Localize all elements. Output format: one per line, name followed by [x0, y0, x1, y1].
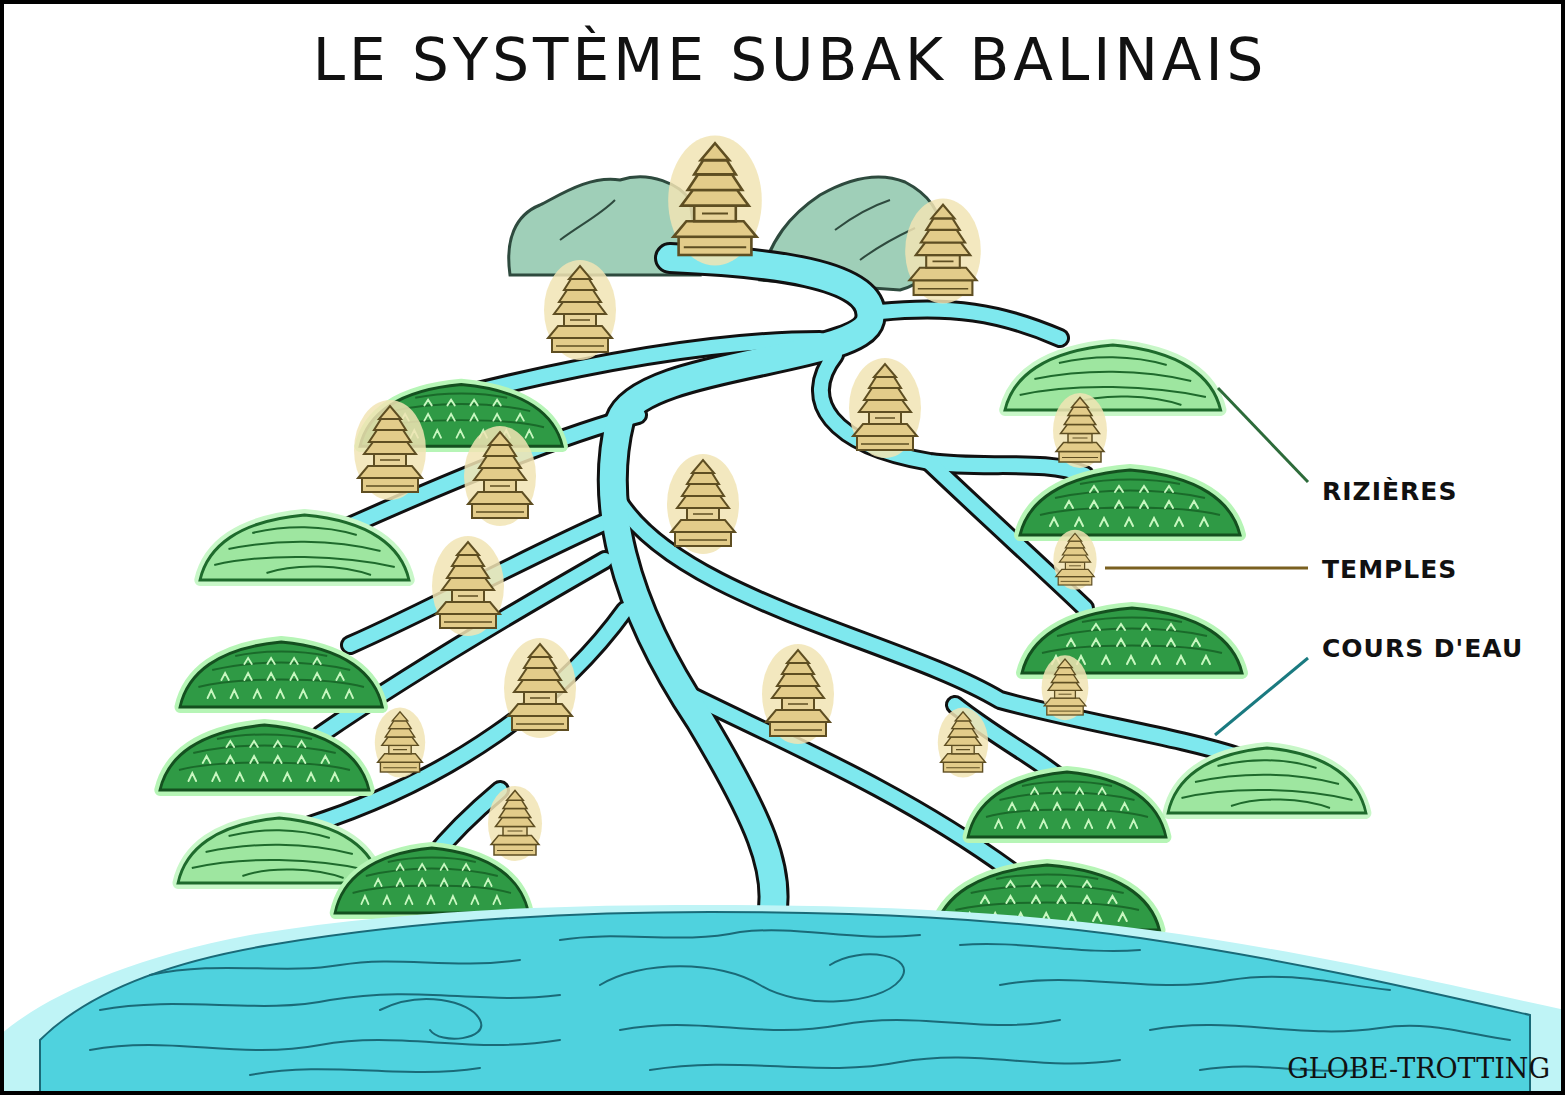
sea [0, 905, 1565, 1095]
leader-line [1105, 567, 1308, 570]
callout-label: TEMPLES [1322, 557, 1457, 582]
rice-terraces [160, 345, 1366, 930]
callout-label: COURS D'EAU [1322, 636, 1523, 661]
diagram-title: LE SYSTÈME SUBAK BALINAIS [313, 31, 1268, 89]
leader-line [1215, 658, 1308, 735]
callout-label: RIZIÈRES [1322, 479, 1457, 504]
temples [354, 135, 1107, 861]
leader-line [1218, 388, 1308, 482]
watermark: GLOBE-TROTTING [1287, 1055, 1550, 1082]
waterways [310, 258, 1240, 915]
